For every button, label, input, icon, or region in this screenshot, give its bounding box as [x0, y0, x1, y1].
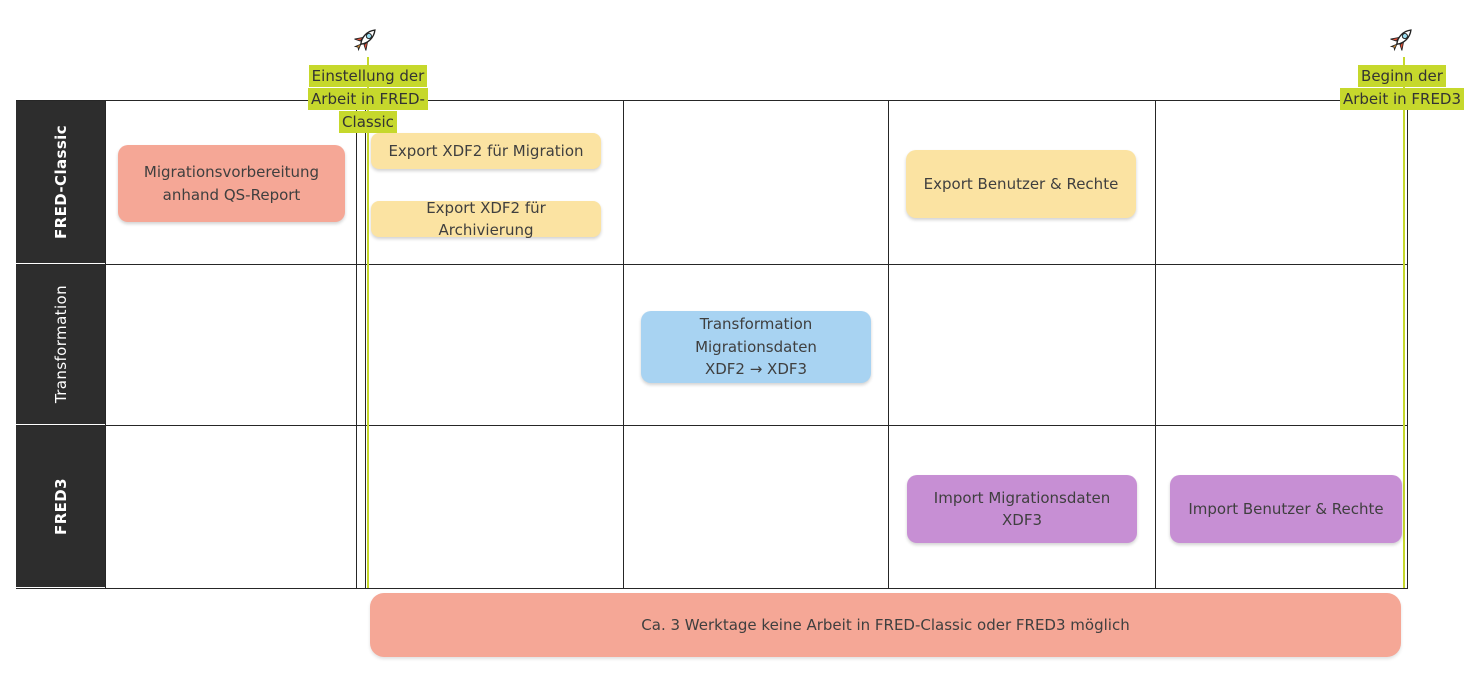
card-label: XDF2 → XDF3 — [704, 360, 808, 379]
card-export-xdf2-migration[interactable]: Export XDF2 für Migration — [371, 133, 601, 169]
grid-line — [1155, 100, 1156, 588]
grid-line — [1407, 100, 1408, 588]
milestone-line-beginn — [1403, 57, 1405, 588]
card-import-benutzer-rechte[interactable]: Import Benutzer & Rechte — [1170, 475, 1402, 543]
lane-header-fred-classic: FRED-Classic — [16, 101, 105, 263]
lane-label: FRED3 — [51, 478, 70, 535]
milestone-line-einstellung — [367, 57, 369, 588]
card-import-migrationsdaten-xdf3[interactable]: Import Migrationsdaten XDF3 — [907, 475, 1137, 543]
card-label: Import Benutzer & Rechte — [1188, 499, 1384, 518]
card-export-xdf2-archivierung[interactable]: Export XDF2 für Archivierung — [371, 199, 601, 239]
grid-line — [16, 100, 1408, 101]
grid-line — [16, 425, 1408, 426]
grid-line — [623, 100, 624, 588]
card-label: Migrationsdaten — [695, 337, 817, 356]
rocket-icon — [1384, 23, 1418, 57]
grid-line — [16, 264, 1408, 265]
milestone-label-line: Arbeit in FRED- — [308, 88, 428, 110]
card-label: Import Migrationsdaten XDF3 — [933, 488, 1111, 530]
card-transformation-migrationsdaten[interactable]: Transformation Migrationsdaten XDF2 → XD… — [641, 311, 871, 383]
grid-line — [356, 100, 357, 588]
milestone-label-beginn: Beginn der Arbeit in FRED3 — [1336, 64, 1468, 110]
card-label: Export XDF2 für Migration — [388, 141, 584, 160]
grid-line — [16, 588, 1408, 589]
rocket-icon — [348, 23, 382, 57]
lane-header-fred3: FRED3 — [16, 426, 105, 587]
milestone-label-line: Beginn der — [1358, 65, 1446, 87]
card-label: anhand QS-Report — [162, 185, 301, 204]
grid-line — [105, 100, 106, 588]
grid-line — [365, 100, 366, 588]
milestone-label-line: Arbeit in FRED3 — [1339, 88, 1465, 110]
card-label: Export XDF2 für Archivierung — [426, 198, 546, 240]
lane-label: FRED-Classic — [51, 125, 70, 239]
milestone-label-einstellung: Einstellung der Arbeit in FRED- Classic — [305, 64, 431, 133]
card-label: Export Benutzer & Rechte — [923, 174, 1119, 193]
lane-header-transformation: Transformation — [16, 265, 105, 424]
lane-label: Transformation — [51, 285, 70, 404]
footer-downtime-bar[interactable]: Ca. 3 Werktage keine Arbeit in FRED-Clas… — [370, 593, 1401, 657]
card-label: Transformation — [699, 315, 813, 334]
grid-line — [888, 100, 889, 588]
milestone-label-line: Classic — [339, 111, 397, 133]
footer-label: Ca. 3 Werktage keine Arbeit in FRED-Clas… — [641, 616, 1130, 634]
card-migrationsvorbereitung-qs-report[interactable]: Migrationsvorbereitung anhand QS-Report — [118, 145, 345, 222]
card-label: Migrationsvorbereitung — [143, 163, 320, 181]
milestone-label-line: Einstellung der — [308, 65, 428, 87]
card-export-benutzer-rechte[interactable]: Export Benutzer & Rechte — [906, 150, 1136, 218]
